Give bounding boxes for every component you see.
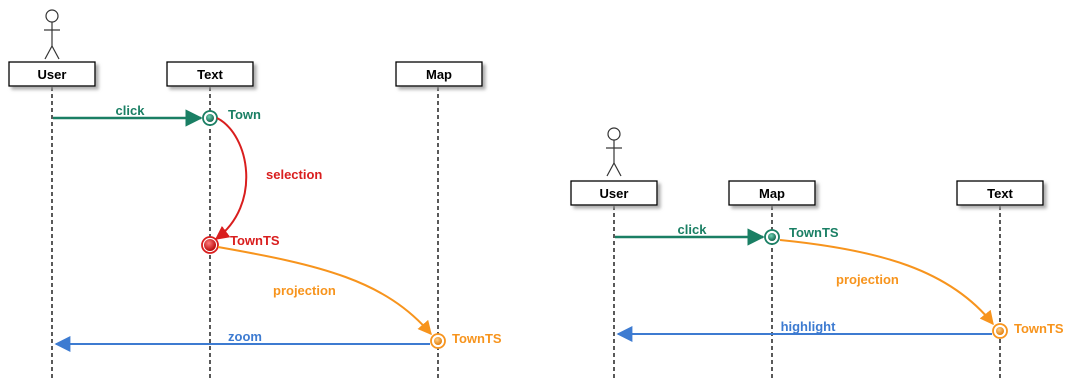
townts-selected-label: TownTS	[230, 233, 280, 248]
town-state-marker	[202, 110, 218, 126]
svg-text:User: User	[38, 67, 67, 82]
user-actor-icon	[44, 9, 60, 60]
projection-arrow	[217, 246, 432, 336]
projection-arrow	[779, 239, 994, 326]
svg-text:User: User	[600, 186, 629, 201]
selection-label: selection	[266, 167, 322, 182]
town-state-label: Town	[228, 107, 261, 122]
townts-selected-marker	[201, 236, 219, 254]
townts-projected-marker	[992, 323, 1008, 339]
highlight-label: highlight	[781, 319, 837, 334]
object-box-map: Map	[395, 61, 483, 87]
projection-label: projection	[836, 272, 899, 287]
click-label: click	[678, 222, 708, 237]
townts-projected-label: TownTS	[452, 331, 502, 346]
object-box-user: User	[8, 61, 96, 87]
selection-arrow	[214, 117, 248, 240]
object-box-map: Map	[728, 180, 816, 206]
object-box-user: User	[570, 180, 658, 206]
townts-projected-label: TownTS	[1014, 321, 1064, 336]
svg-text:Text: Text	[987, 186, 1013, 201]
svg-text:Map: Map	[426, 67, 452, 82]
left-sequence-diagram: User Text Map click Town selection TownT…	[8, 9, 502, 381]
svg-text:Text: Text	[197, 67, 223, 82]
object-box-text: Text	[956, 180, 1044, 206]
right-sequence-diagram: User Map Text click TownTS projection To…	[570, 127, 1064, 381]
townts-projected-marker	[430, 333, 446, 349]
user-actor-icon	[606, 127, 622, 177]
click-label: click	[116, 103, 146, 118]
projection-label: projection	[273, 283, 336, 298]
townts-click-marker	[764, 229, 780, 245]
zoom-label: zoom	[228, 329, 262, 344]
townts-click-label: TownTS	[789, 225, 839, 240]
object-box-text: Text	[166, 61, 254, 87]
svg-text:Map: Map	[759, 186, 785, 201]
